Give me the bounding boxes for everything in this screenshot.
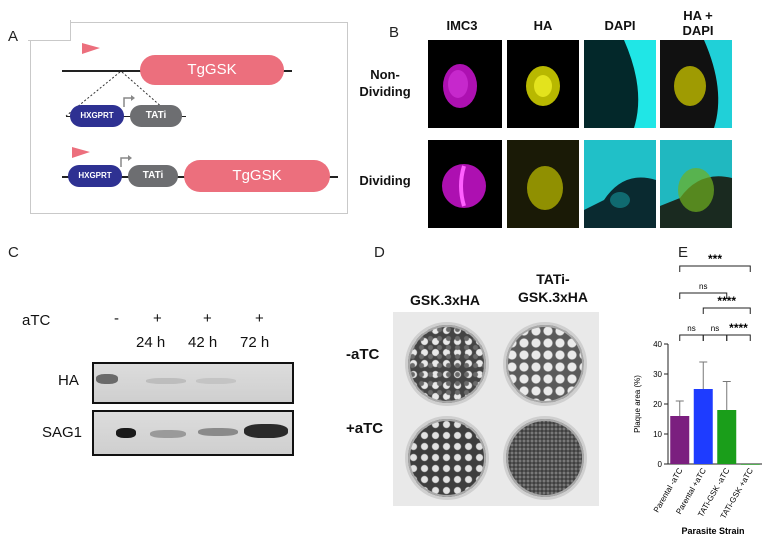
lane-1-sign: - (114, 310, 119, 327)
time-72h: 72 h (240, 334, 270, 351)
lane-4-sign: + (255, 310, 264, 327)
bar-2 (717, 410, 737, 464)
hxgprt-marker-mid: HXGPRT (70, 105, 124, 127)
dish-tati-minus-atc (503, 322, 587, 406)
sig-label-0: *** (708, 252, 722, 266)
panel-label-b: B (389, 24, 400, 41)
blot-label-ha: HA (58, 372, 79, 389)
micrograph-dapi-dividing (584, 140, 656, 228)
dish-gsk-plus-atc (405, 416, 489, 500)
tati-promoter-bottom: TATi (128, 165, 178, 187)
bar-1 (693, 389, 713, 464)
sig-label-4: ns (711, 324, 719, 333)
panel-label-a: A (8, 28, 19, 45)
dish-gsk-minus-atc (405, 322, 489, 406)
micrograph-merge-nondividing (660, 40, 732, 128)
lane-2-sign: + (153, 310, 162, 327)
time-24h: 24 h (136, 334, 166, 351)
sig-label-1: ns (699, 282, 707, 291)
col-header-gsk3xha: GSK.3xHA (410, 292, 481, 308)
panel-label-d: D (374, 244, 385, 261)
sig-bracket-2 (702, 307, 751, 314)
time-42h: 42 h (188, 334, 218, 351)
sig-bracket-4 (702, 334, 728, 341)
blot-ha (92, 362, 294, 404)
blot-sag1 (92, 410, 294, 456)
col-header-imc3: IMC3 (446, 18, 478, 33)
sig-bracket-0 (679, 265, 751, 272)
sig-label-5: **** (729, 321, 748, 335)
sig-label-2: **** (717, 294, 736, 308)
sig-label-3: ns (687, 324, 695, 333)
col-header-dapi: DAPI (604, 18, 636, 33)
sig-bracket-1 (679, 292, 728, 299)
recombination-lines (65, 72, 173, 117)
micrograph-ha-dividing (507, 140, 579, 228)
y-tick-label-1: 10 (653, 430, 662, 439)
panel-label-e: E (678, 244, 689, 261)
micrograph-ha-nondividing (507, 40, 579, 128)
promoter-arrow-icon (123, 95, 135, 107)
tggsk-gene-top: TgGSK (140, 55, 284, 85)
col-header-tati-gsk3xha: TATi- GSK.3xHA (517, 271, 589, 305)
bar-0 (670, 416, 690, 464)
atc-label: aTC (22, 312, 51, 329)
micrograph-merge-dividing (660, 140, 732, 228)
bar-3 (740, 464, 760, 465)
col-header-ha: HA (533, 18, 553, 33)
promoter-flag-icon-bottom (72, 147, 90, 158)
row-header-minus-atc: -aTC (346, 346, 380, 363)
cassette-line (66, 116, 186, 117)
promoter-arrow-icon-bottom (120, 155, 132, 167)
y-tick-label-0: 0 (658, 460, 663, 469)
row-header-non-dividing: Non- Dividing (359, 67, 411, 99)
micrograph-imc3-nondividing (428, 40, 502, 128)
promoter-flag-icon (82, 43, 100, 54)
blot-label-sag1: SAG1 (42, 424, 83, 441)
sig-bracket-5 (726, 334, 751, 341)
tggsk-gene-bottom: TgGSK (184, 160, 330, 192)
col-header-ha-dapi: HA + DAPI (682, 8, 714, 38)
y-tick-label-4: 40 (653, 340, 662, 349)
micrograph-dapi-nondividing (584, 40, 656, 128)
y-tick-label-3: 30 (653, 370, 662, 379)
x-axis-label: Parasite Strain (681, 526, 744, 536)
y-axis-label: Plaque area (%) (633, 375, 642, 433)
panel-label-c: C (8, 244, 19, 261)
sig-bracket-3 (679, 334, 704, 341)
panel-a-notch (28, 20, 71, 41)
y-tick-label-2: 20 (653, 400, 662, 409)
hxgprt-marker-bottom: HXGPRT (68, 165, 122, 187)
micrograph-imc3-dividing (428, 140, 502, 228)
row-header-plus-atc: +aTC (346, 420, 384, 437)
row-header-dividing: Dividing (359, 173, 411, 188)
lane-3-sign: + (203, 310, 212, 327)
dish-tati-plus-atc (503, 416, 587, 500)
tati-promoter-mid: TATi (130, 105, 182, 127)
